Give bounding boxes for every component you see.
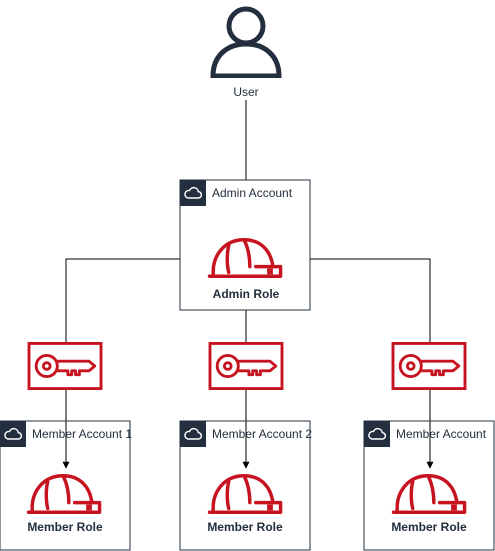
member-role-1-label: Member Role [27,520,103,534]
role-helmet-icon [26,474,102,514]
role-helmet-icon [391,474,467,514]
member-account-1-group[interactable]: Member Account 1 Member Role [0,420,132,551]
key-icon [208,342,284,390]
member-account-3-group[interactable]: Member Account Member Role [363,420,495,551]
admin-account-label: Admin Account [212,186,293,200]
member-role-2-label: Member Role [207,520,283,534]
admin-role-label: Admin Role [213,287,280,301]
user-icon [213,9,279,76]
admin-account-header-badge [180,180,206,206]
member-role-3-label: Member Role [391,520,467,534]
admin-account-group[interactable]: Admin Account Admin Role [179,179,311,311]
key-icon [391,342,467,390]
key-card-1[interactable] [27,342,103,390]
user-label: User [233,85,258,99]
member-account-2-group[interactable]: Member Account 2 Member Role [179,420,312,551]
member-account-2-header-badge [180,421,206,447]
member-account-1-header-badge [0,421,26,447]
member-account-1-label: Member Account 1 [32,427,132,441]
key-card-3[interactable] [391,342,467,390]
member-account-2-label: Member Account 2 [212,427,312,441]
user-node[interactable]: User [213,9,279,99]
role-helmet-icon [207,474,283,514]
key-icon [27,342,103,390]
member-account-3-header-badge [364,421,390,447]
key-card-2[interactable] [208,342,284,390]
member-account-3-label: Member Account [396,427,487,441]
